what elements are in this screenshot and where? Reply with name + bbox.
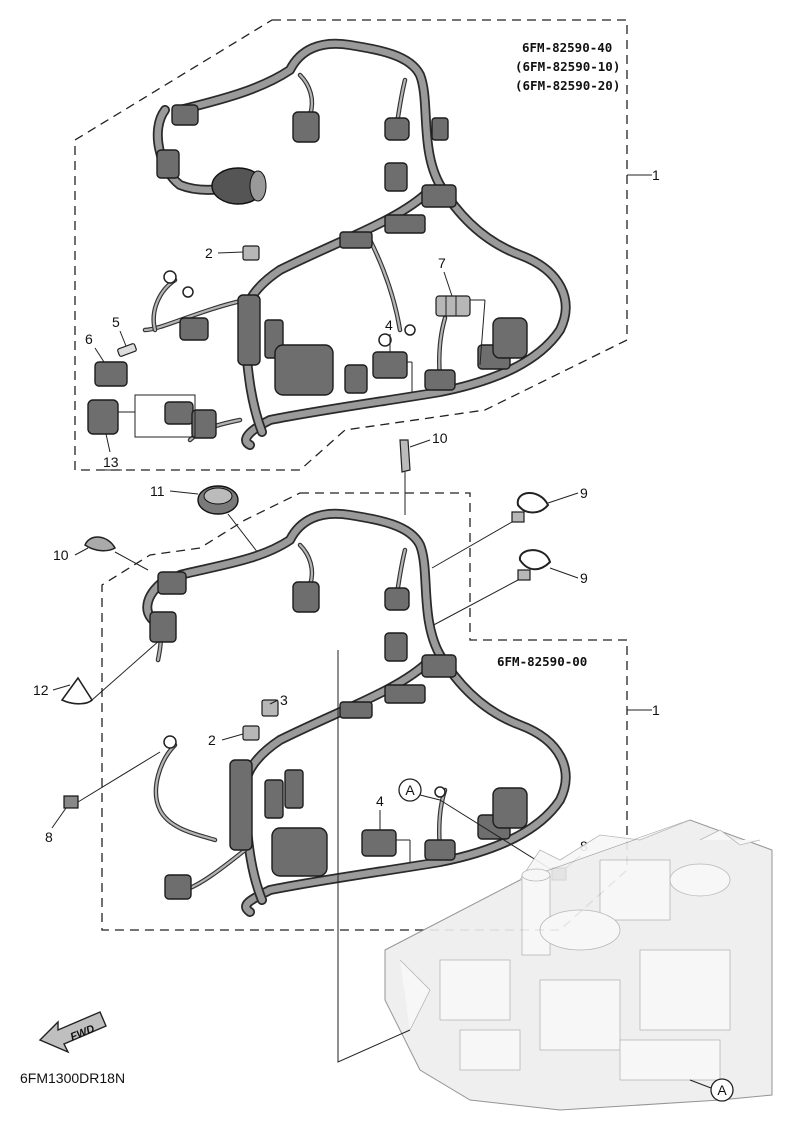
callout-4-bottom: 4 — [376, 793, 384, 809]
part-number-bottom: 6FM-82590-00 — [497, 654, 587, 669]
part-4-relay-top — [372, 351, 408, 379]
callout-7: 7 — [438, 255, 446, 271]
top-wire-harness — [142, 38, 571, 450]
svg-text:A: A — [405, 782, 415, 798]
callout-2-top: 2 — [205, 245, 213, 261]
harness-to-engine-leader — [337, 650, 411, 1063]
part-11-grommet — [197, 485, 263, 559]
part-12-band — [60, 639, 161, 705]
bottom-assembly-outline — [101, 492, 628, 931]
callout-9-lower: 9 — [580, 570, 588, 586]
callout-5: 5 — [112, 314, 120, 330]
callout-6: 6 — [85, 331, 93, 347]
fwd-arrow: FWD — [38, 1011, 107, 1054]
part-5-fuse — [117, 343, 137, 357]
part-9-band-lower — [427, 549, 552, 629]
bottom-wire-harness — [142, 508, 571, 917]
callout-11: 11 — [150, 483, 165, 499]
part-13-connector-set — [87, 394, 196, 438]
callout-8-left: 8 — [45, 829, 53, 845]
reference-mark-a-upper: A — [398, 778, 441, 802]
part-7-connector — [435, 295, 486, 366]
callout-1-top: 1 — [652, 167, 660, 183]
callout-12: 12 — [33, 682, 49, 698]
callout-4-top: 4 — [385, 317, 393, 333]
diagram-code: 6FM1300DR18N — [20, 1070, 125, 1086]
part-4-relay-bottom — [361, 829, 397, 857]
part-10-clamp-lower — [84, 536, 149, 571]
part-2-clip-top — [242, 245, 260, 261]
callout-9-upper: 9 — [580, 485, 588, 501]
part-9-band-upper — [431, 492, 550, 569]
callout-1-bottom: 1 — [652, 702, 660, 718]
svg-text:A: A — [717, 1082, 727, 1098]
part-number-top-3: (6FM-82590-20) — [515, 78, 620, 93]
callout-10-upper: 10 — [432, 430, 448, 446]
reference-mark-a-lower: A — [689, 1078, 734, 1102]
part-number-top-1: 6FM-82590-40 — [522, 40, 612, 55]
callout-13: 13 — [103, 454, 119, 470]
part-8-bolt-left — [63, 751, 161, 809]
part-10-clamp-upper — [399, 439, 411, 515]
callout-2-bottom: 2 — [208, 732, 216, 748]
part-3-clip — [261, 699, 279, 717]
part-6-fuse-holder — [94, 361, 128, 387]
engine-block-illustration — [384, 819, 773, 1111]
part-number-top-2: (6FM-82590-10) — [515, 59, 620, 74]
callout-3: 3 — [280, 692, 288, 708]
callout-10-lower: 10 — [53, 547, 69, 563]
part-2-clip-bottom — [242, 725, 260, 741]
